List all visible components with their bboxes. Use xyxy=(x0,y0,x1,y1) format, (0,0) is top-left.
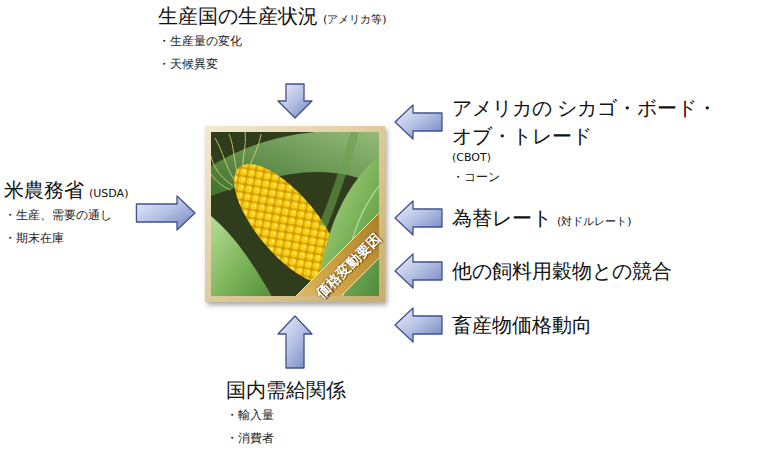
husk-leaf xyxy=(323,132,355,226)
block-arrow xyxy=(278,84,312,118)
factor-note: (CBOT) xyxy=(452,150,766,166)
factor-block: 為替レート (対ドルレート) xyxy=(452,204,632,232)
block-arrow xyxy=(395,254,442,288)
factor-block: アメリカの シカゴ・ボード・オブ・トレード(CBOT)・コーン xyxy=(452,94,766,189)
corn-illustration xyxy=(205,126,385,302)
factor-block: 他の飼料用穀物との競合 xyxy=(452,257,672,285)
picture-box: 価格変動要因 xyxy=(205,126,385,302)
block-arrow xyxy=(395,201,442,235)
factor-block: 畜産物価格動向 xyxy=(452,311,592,339)
factor-heading: 米農務省 xyxy=(4,179,84,201)
husk-leaf xyxy=(211,216,275,296)
block-arrow xyxy=(395,308,442,342)
block-arrow xyxy=(395,105,442,139)
factor-item: ・コーン xyxy=(452,166,766,189)
factor-heading: 国内需給関係 xyxy=(226,379,346,401)
factor-item: ・輸入量 xyxy=(226,404,346,427)
factor-item: ・期末在庫 xyxy=(4,227,128,250)
factor-heading: 為替レート xyxy=(452,207,552,229)
factor-heading: アメリカの シカゴ・ボード・オブ・トレード xyxy=(452,94,766,150)
factor-heading: 生産国の生産状況 xyxy=(158,5,318,27)
factor-item: ・天候異変 xyxy=(158,53,387,76)
factor-heading: 畜産物価格動向 xyxy=(452,314,592,336)
factor-item: ・生産、需要の通し xyxy=(4,204,128,227)
badge-label: 価格変動要因 xyxy=(313,230,385,302)
factor-item: ・消費者 xyxy=(226,427,346,450)
factor-block: 国内需給関係・輸入量・消費者 xyxy=(226,376,346,450)
factor-note: (アメリカ等) xyxy=(323,13,387,26)
factor-note: (対ドルレート) xyxy=(557,215,632,228)
factor-block: 米農務省 (USDA) ・生産、需要の通し・期末在庫 xyxy=(4,176,128,250)
badge-band xyxy=(290,207,379,296)
factor-heading: 他の飼料用穀物との競合 xyxy=(452,260,672,282)
block-arrow xyxy=(136,196,195,230)
factor-block: 生産国の生産状況 (アメリカ等) ・生産量の変化・天候異変 xyxy=(158,2,387,76)
factor-note: (USDA) xyxy=(89,187,128,200)
picture-frame xyxy=(205,126,385,302)
block-arrow xyxy=(278,316,312,368)
factor-item: ・生産量の変化 xyxy=(158,30,387,53)
